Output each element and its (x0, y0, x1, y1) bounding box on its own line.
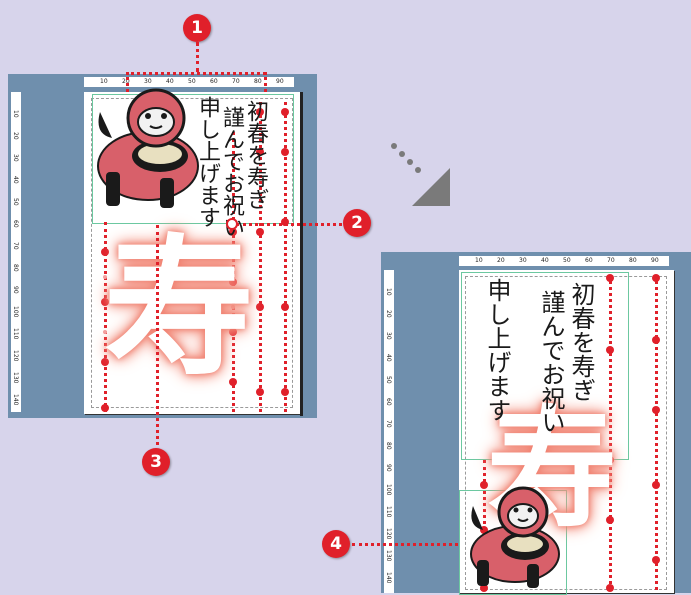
ruler-tick: 30 (144, 78, 152, 85)
ruler-tick: 10 (12, 110, 19, 118)
marker-2: 2 (343, 209, 371, 237)
column-guide (104, 222, 107, 412)
ruler-tick: 80 (254, 78, 262, 85)
ruler-tick: 120 (385, 528, 392, 540)
ruler-tick: 100 (385, 484, 392, 496)
ruler-horizontal-before: 10 20 30 40 50 60 70 80 90 (84, 77, 294, 87)
ruler-tick: 20 (385, 310, 392, 318)
ruler-tick: 80 (12, 264, 19, 272)
ruler-tick: 60 (385, 398, 392, 406)
marker-1-left-leg (126, 72, 129, 92)
greeting-line-1[interactable]: 初春を寿ぎ (243, 100, 268, 210)
ruler-tick: 130 (385, 550, 392, 562)
guide-beads (101, 108, 289, 412)
anchor-point-icon (226, 218, 238, 230)
page-shadow-right (300, 92, 303, 416)
ruler-vertical-after: 10 20 30 40 50 60 70 80 90 100 110 120 1… (384, 270, 394, 593)
column-guide (232, 132, 235, 412)
marker-2-pointer (236, 223, 342, 226)
ruler-tick: 90 (385, 464, 392, 472)
ruler-tick: 50 (12, 198, 19, 206)
ruler-tick: 110 (12, 328, 19, 340)
column-guide (655, 276, 658, 590)
dog-illustration[interactable] (463, 486, 563, 590)
ruler-tick: 30 (12, 154, 19, 162)
ruler-tick: 10 (475, 257, 483, 264)
ruler-tick: 120 (12, 350, 19, 362)
ruler-tick: 80 (629, 257, 637, 264)
ruler-tick: 80 (385, 442, 392, 450)
ruler-tick: 100 (12, 306, 19, 318)
arrow-down-right-icon (391, 143, 450, 206)
ruler-tick: 90 (12, 286, 19, 294)
ruler-tick: 140 (385, 572, 392, 584)
ruler-tick: 10 (100, 78, 108, 85)
ruler-tick: 70 (232, 78, 240, 85)
ruler-tick: 50 (385, 376, 392, 384)
ruler-tick: 70 (607, 257, 615, 264)
print-margin (91, 98, 293, 408)
ruler-tick: 20 (497, 257, 505, 264)
ruler-horizontal-after: 10 20 30 40 50 60 70 80 90 (459, 256, 669, 266)
ruler-tick: 90 (276, 78, 284, 85)
ruler-tick: 40 (385, 354, 392, 362)
column-guide (259, 102, 262, 412)
column-guide (609, 276, 612, 590)
ruler-tick: 40 (166, 78, 174, 85)
ruler-tick: 140 (12, 394, 19, 406)
layout-guide-box (92, 94, 294, 224)
ruler-tick: 130 (12, 372, 19, 384)
ruler-tick: 20 (122, 78, 130, 85)
ruler-tick: 10 (385, 288, 392, 296)
marker-1-stem (196, 42, 199, 72)
ruler-tick: 90 (651, 257, 659, 264)
marker-4: 4 (322, 530, 350, 558)
ruler-tick: 50 (563, 257, 571, 264)
ruler-tick: 60 (12, 220, 19, 228)
column-guide (284, 102, 287, 412)
greeting-line-1[interactable]: 初春を寿ぎ (567, 282, 595, 402)
marker-3: 3 (142, 448, 170, 476)
card-page-after[interactable]: 寿 初春を寿ぎ 謹んでお祝い 申し上げます (459, 270, 674, 595)
marker-4-pointer (352, 543, 458, 546)
column-guide (483, 460, 486, 590)
guide-beads (480, 274, 660, 592)
marker-3-pointer (156, 225, 159, 445)
ruler-tick: 110 (385, 506, 392, 518)
ruler-tick: 40 (12, 176, 19, 184)
ruler-tick: 20 (12, 132, 19, 140)
ruler-tick: 70 (385, 420, 392, 428)
ruler-tick: 40 (541, 257, 549, 264)
greeting-line-2[interactable]: 謹んでお祝い (219, 106, 244, 238)
greeting-line-3[interactable]: 申し上げます (483, 278, 511, 422)
marker-1-right-leg (264, 72, 267, 92)
ruler-tick: 30 (385, 332, 392, 340)
ruler-tick: 30 (519, 257, 527, 264)
ruler-vertical-before: 10 20 30 40 50 60 70 80 90 100 110 120 1… (11, 92, 21, 412)
ruler-tick: 60 (210, 78, 218, 85)
ruler-tick: 60 (585, 257, 593, 264)
ruler-tick: 50 (188, 78, 196, 85)
ruler-tick: 70 (12, 242, 19, 250)
kotobuki-character[interactable]: 寿 (104, 220, 255, 396)
dog-illustration[interactable] (90, 88, 200, 214)
greeting-line-3[interactable]: 申し上げます (195, 96, 220, 228)
layout-guide-box (461, 272, 629, 460)
card-page-before[interactable]: 寿 初春を寿ぎ 謹んでお祝い 申し上げます (84, 88, 300, 414)
marker-1-bracket (126, 72, 266, 75)
marker-1: 1 (183, 14, 211, 42)
greeting-line-2[interactable]: 謹んでお祝い (537, 290, 565, 434)
